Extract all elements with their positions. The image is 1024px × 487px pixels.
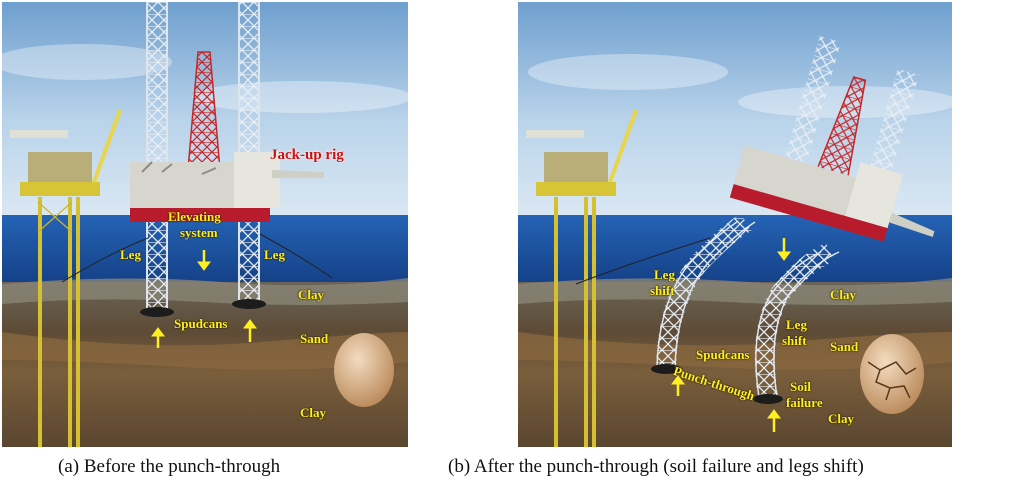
rig-deck	[130, 152, 324, 222]
spudcan-left	[140, 307, 174, 317]
label-clay-bottom: Clay	[828, 411, 854, 426]
fixed-platform	[10, 109, 122, 447]
fixed-platform	[526, 109, 638, 447]
caption-before: (a) Before the punch-through	[58, 456, 281, 477]
label-elevating: Elevating	[168, 209, 221, 224]
label-spudcans: Spudcans	[696, 347, 750, 362]
label-leg-shift-1b: shift	[650, 283, 675, 298]
label-clay: Clay	[830, 287, 856, 302]
egg-intact	[334, 333, 394, 407]
sand-layer	[518, 332, 952, 370]
sand-layer	[2, 332, 408, 370]
panel-after-punch-through: Leg shift Clay Leg shift Sand Spudcans P…	[518, 2, 952, 447]
panel-before-punch-through: Jack-up rig Elevating system Leg Leg Cla…	[2, 2, 408, 447]
tilted-rig	[729, 36, 935, 242]
clay-layer-top	[518, 278, 952, 305]
leg-left	[146, 2, 168, 310]
spudcan-right	[753, 394, 783, 404]
label-jackup-rig: Jack-up rig	[270, 147, 344, 163]
hull	[729, 184, 888, 242]
spudcan-left	[651, 364, 681, 374]
caption-after: (b) After the punch-through (soil failur…	[448, 456, 864, 477]
label-soil: Soil	[790, 379, 811, 394]
label-sand: Sand	[300, 331, 329, 346]
label-sand: Sand	[830, 339, 859, 354]
spudcan-right	[232, 299, 266, 309]
label-leg-shift-1a: Leg	[654, 267, 675, 282]
label-leg-shift-2b: shift	[782, 333, 807, 348]
clay-layer-top	[2, 278, 408, 305]
label-clay-top: Clay	[298, 287, 324, 302]
illustration-before	[2, 2, 408, 447]
illustration-after	[518, 2, 952, 447]
label-leg-right: Leg	[264, 247, 285, 262]
label-leg-left: Leg	[120, 247, 141, 262]
leg-buckled-left	[656, 213, 752, 368]
label-spudcans: Spudcans	[174, 316, 228, 331]
arrows	[151, 250, 257, 348]
label-failure: failure	[786, 395, 823, 410]
arrows	[671, 238, 791, 432]
egg-cracked	[860, 334, 924, 414]
label-system: system	[180, 225, 218, 240]
label-clay-bottom: Clay	[300, 405, 326, 420]
label-leg-shift-2a: Leg	[786, 317, 807, 332]
leg-buckled-right	[754, 242, 835, 399]
hull	[130, 208, 270, 222]
